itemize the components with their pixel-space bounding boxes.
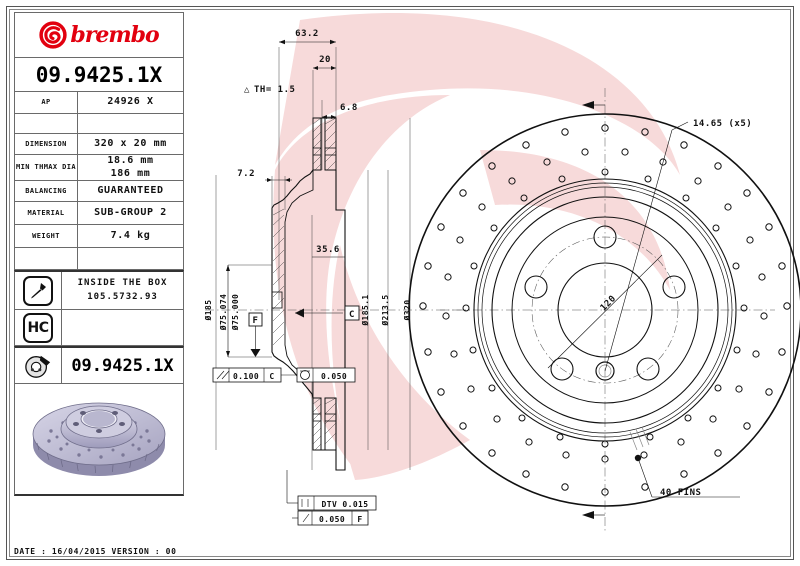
dim-35-6: 35.6 <box>316 245 340 255</box>
bolt-icon-glyph <box>31 282 46 298</box>
product-photo-row <box>14 384 184 496</box>
dim-63-2: 63.2 <box>295 29 319 39</box>
min-th-label: MIN TH <box>16 163 44 172</box>
brembo-mark-icon <box>39 21 67 49</box>
spacer-row-1 <box>14 114 184 134</box>
inside-the-box-row: INSIDE THE BOX 105.5732.93 <box>14 270 184 310</box>
dim-20: 20 <box>319 55 331 65</box>
min-th-value: 18.6 mm <box>107 155 154 166</box>
tol-dtv-value: DTV 0.015 <box>322 500 369 509</box>
balancing-value: GUARANTEED <box>97 184 164 196</box>
dim-6-8: 6.8 <box>340 103 358 113</box>
brembo-logo: brembo <box>39 21 160 49</box>
balancing-row: BALANCING GUARANTEED <box>14 181 184 202</box>
material-label: MATERIAL <box>15 202 78 224</box>
tolerance-parallelism: 0.100 C <box>212 367 300 383</box>
part-number: 09.9425.1X <box>35 62 163 87</box>
inside-box-title: INSIDE THE BOX <box>77 278 168 288</box>
balancing-label: BALANCING <box>15 181 78 201</box>
dia-185-1: Ø185.1 <box>360 294 370 326</box>
bolt-hole-note: 14.65 (x5) <box>693 119 752 129</box>
bolt-icon <box>23 275 53 306</box>
sheet-border-outer <box>6 6 794 560</box>
tol-flat-value: 0.050 <box>319 515 345 524</box>
brake-disc-photo <box>32 402 166 476</box>
tol-flat-datum: F <box>357 515 362 524</box>
tolerance-dtv: DTV 0.015 <box>286 470 377 511</box>
min-th-max-dia-label: MIN TH MAX DIA <box>15 155 78 180</box>
weight-row: WEIGHT 7.4 kg <box>14 225 184 248</box>
date-version-line: DATE : 16/04/2015 VERSION : 00 <box>14 547 177 556</box>
bolt-icon-cell <box>15 272 62 309</box>
dia-75-074: Ø75.074 <box>218 294 228 332</box>
tol-parallel-datum: C <box>269 372 274 381</box>
inside-the-box-text: INSIDE THE BOX 105.5732.93 <box>62 277 183 304</box>
dimension-row: DIMENSION 320 x 20 mm <box>14 134 184 155</box>
part-number-row: 09.9425.1X <box>14 58 184 92</box>
rotor-lower-ring <box>312 397 337 451</box>
dia-185: Ø185 <box>203 300 213 322</box>
dia-75-000: Ø75.000 <box>230 294 240 332</box>
tol-runout-value: 0.050 <box>321 372 347 381</box>
dia-213-5: Ø213.5 <box>380 294 390 326</box>
face-view: 120 <box>408 88 800 532</box>
dim-7-2: 7.2 <box>237 169 255 179</box>
info-table: brembo 09.9425.1X AP 24926 X DIMENSION 3… <box>14 12 184 496</box>
hc-icon-cell: HC <box>15 310 62 345</box>
bottom-code-row: 09.9425.1X <box>14 346 184 384</box>
max-dia-value: 186 mm <box>110 167 151 179</box>
dimension-label: DIMENSION <box>15 134 78 154</box>
wheel-hub-icon <box>25 355 51 378</box>
min-th-max-dia-row: MIN TH MAX DIA 18.6 mm 186 mm <box>14 155 184 181</box>
datum-c: C <box>349 310 355 320</box>
fins-note: 40 FINS <box>660 488 701 498</box>
spacer-row-2 <box>14 248 184 270</box>
sheet-border-inner <box>9 9 791 557</box>
dim-delta-th: TH= 1.5 <box>254 85 295 95</box>
ap-row: AP 24926 X <box>14 92 184 114</box>
hc-row: HC <box>14 310 184 346</box>
ap-label: AP <box>15 92 78 113</box>
ap-value: 24926 X <box>107 96 154 108</box>
tolerance-runout: 0.050 <box>296 367 356 383</box>
pcd-label: 120 <box>599 294 619 314</box>
max-dia-label: MAX DIA <box>43 163 76 172</box>
rotor-upper-ring <box>312 117 337 171</box>
dia-320: Ø320 <box>402 300 412 322</box>
spacer-label-1 <box>15 114 78 133</box>
brand-logo-row: brembo <box>14 12 184 58</box>
fin-hatch <box>629 426 650 451</box>
spacer-label-2 <box>15 248 78 269</box>
dimension-value: 320 x 20 mm <box>94 137 167 149</box>
brembo-wordmark: brembo <box>70 22 159 48</box>
material-row: MATERIAL SUB-GROUP 2 <box>14 202 184 225</box>
section-view: 63.2 20 △ TH= 1.5 6.8 7.2 35.6 <box>203 29 470 526</box>
product-photo-cell <box>15 384 183 494</box>
hc-badge-label: HC <box>27 319 50 336</box>
hc-badge-icon: HC <box>23 312 53 343</box>
hub-icon-cell <box>15 348 62 383</box>
dim-delta-th-symbol: △ <box>244 85 250 95</box>
datum-f: F <box>253 316 259 326</box>
min-th-max-dia-value: 18.6 mm 186 mm <box>78 155 183 180</box>
inside-box-code: 105.5732.93 <box>87 291 158 302</box>
weight-value: 7.4 kg <box>110 229 151 241</box>
bottom-part-number: 09.9425.1X <box>71 355 174 376</box>
tolerance-flatness: 0.050 F <box>292 510 369 526</box>
material-value: SUB-GROUP 2 <box>94 206 167 218</box>
tol-parallel-value: 0.100 <box>233 372 259 381</box>
weight-label: WEIGHT <box>15 225 78 247</box>
